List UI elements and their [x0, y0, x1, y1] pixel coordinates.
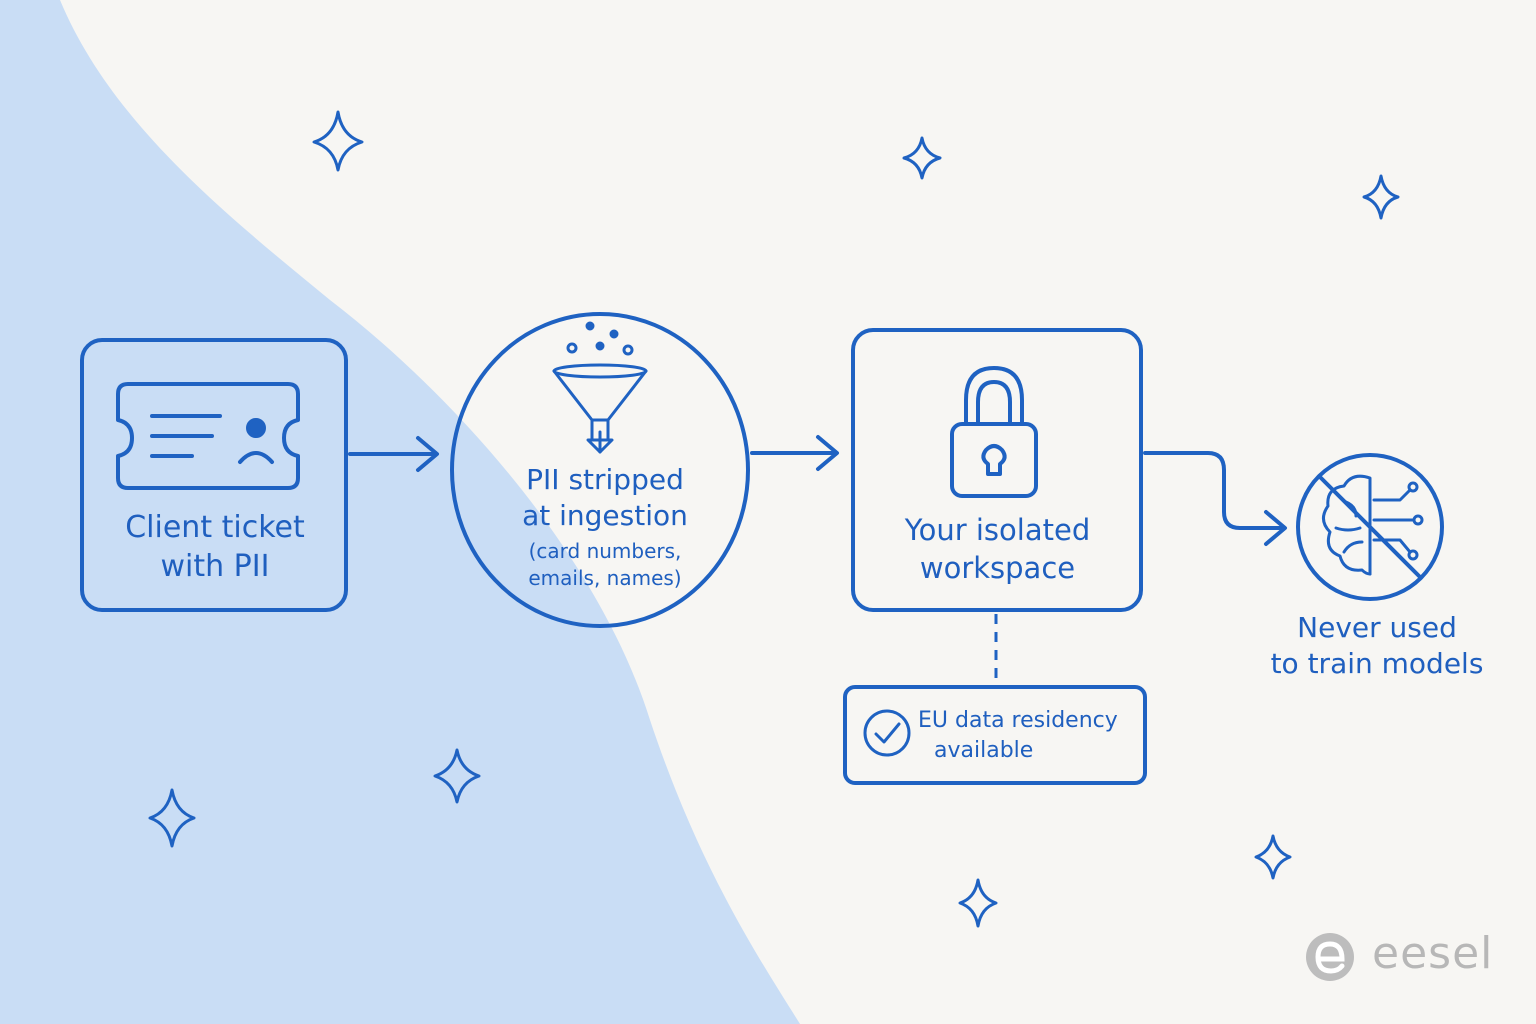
background-wave [0, 0, 800, 1024]
strip-label: PII stripped at ingestion [470, 462, 740, 535]
sparkle-icon [902, 136, 942, 180]
strip-sublabel-line2: emails, names) [528, 566, 682, 590]
check-circle-icon [863, 709, 911, 757]
strip-circle [450, 312, 750, 628]
eu-label: EU data residency available [918, 706, 1138, 765]
funnel-icon [552, 321, 648, 454]
ticket-box [80, 338, 348, 612]
ticket-label-line1: Client ticket [125, 510, 305, 545]
no-ai-brain-icon [1296, 453, 1444, 601]
strip-sublabel: (card numbers, emails, names) [470, 538, 740, 592]
sparkle-icon [1362, 174, 1400, 220]
eu-box [843, 685, 1147, 785]
arrow-ticket-to-strip [348, 436, 439, 472]
sparkle-icon [958, 878, 998, 928]
workspace-label-line1: Your isolated [904, 513, 1091, 547]
arrow-workspace-to-never [1143, 451, 1287, 546]
workspace-label-line2: workspace [919, 550, 1076, 585]
workspace-label: Your isolated workspace [860, 512, 1135, 587]
sparkle-icon [433, 748, 481, 804]
eu-label-line2: available [934, 737, 1034, 763]
workspace-box [851, 328, 1143, 612]
sparkle-icon [1254, 834, 1292, 880]
ticket-label-line2: with PII [160, 549, 270, 584]
ticket-label: Client ticket with PII [100, 508, 330, 586]
sparkle-icon [312, 110, 364, 172]
ticket-icon [116, 382, 300, 490]
never-label-line1: Never used [1297, 611, 1457, 644]
never-label: Never used to train models [1262, 610, 1492, 683]
sparkle-icon [148, 788, 196, 848]
eesel-logo-icon [1306, 933, 1354, 981]
never-label-line2: to train models [1270, 647, 1484, 681]
strip-sublabel-line1: (card numbers, [528, 539, 682, 563]
eu-label-line1: EU data residency [918, 708, 1118, 733]
strip-label-line2: at ingestion [522, 499, 688, 533]
brand-name: eesel [1372, 928, 1494, 979]
padlock-icon [950, 366, 1038, 498]
arrow-strip-to-workspace [750, 435, 839, 471]
strip-label-line1: PII stripped [526, 463, 684, 496]
